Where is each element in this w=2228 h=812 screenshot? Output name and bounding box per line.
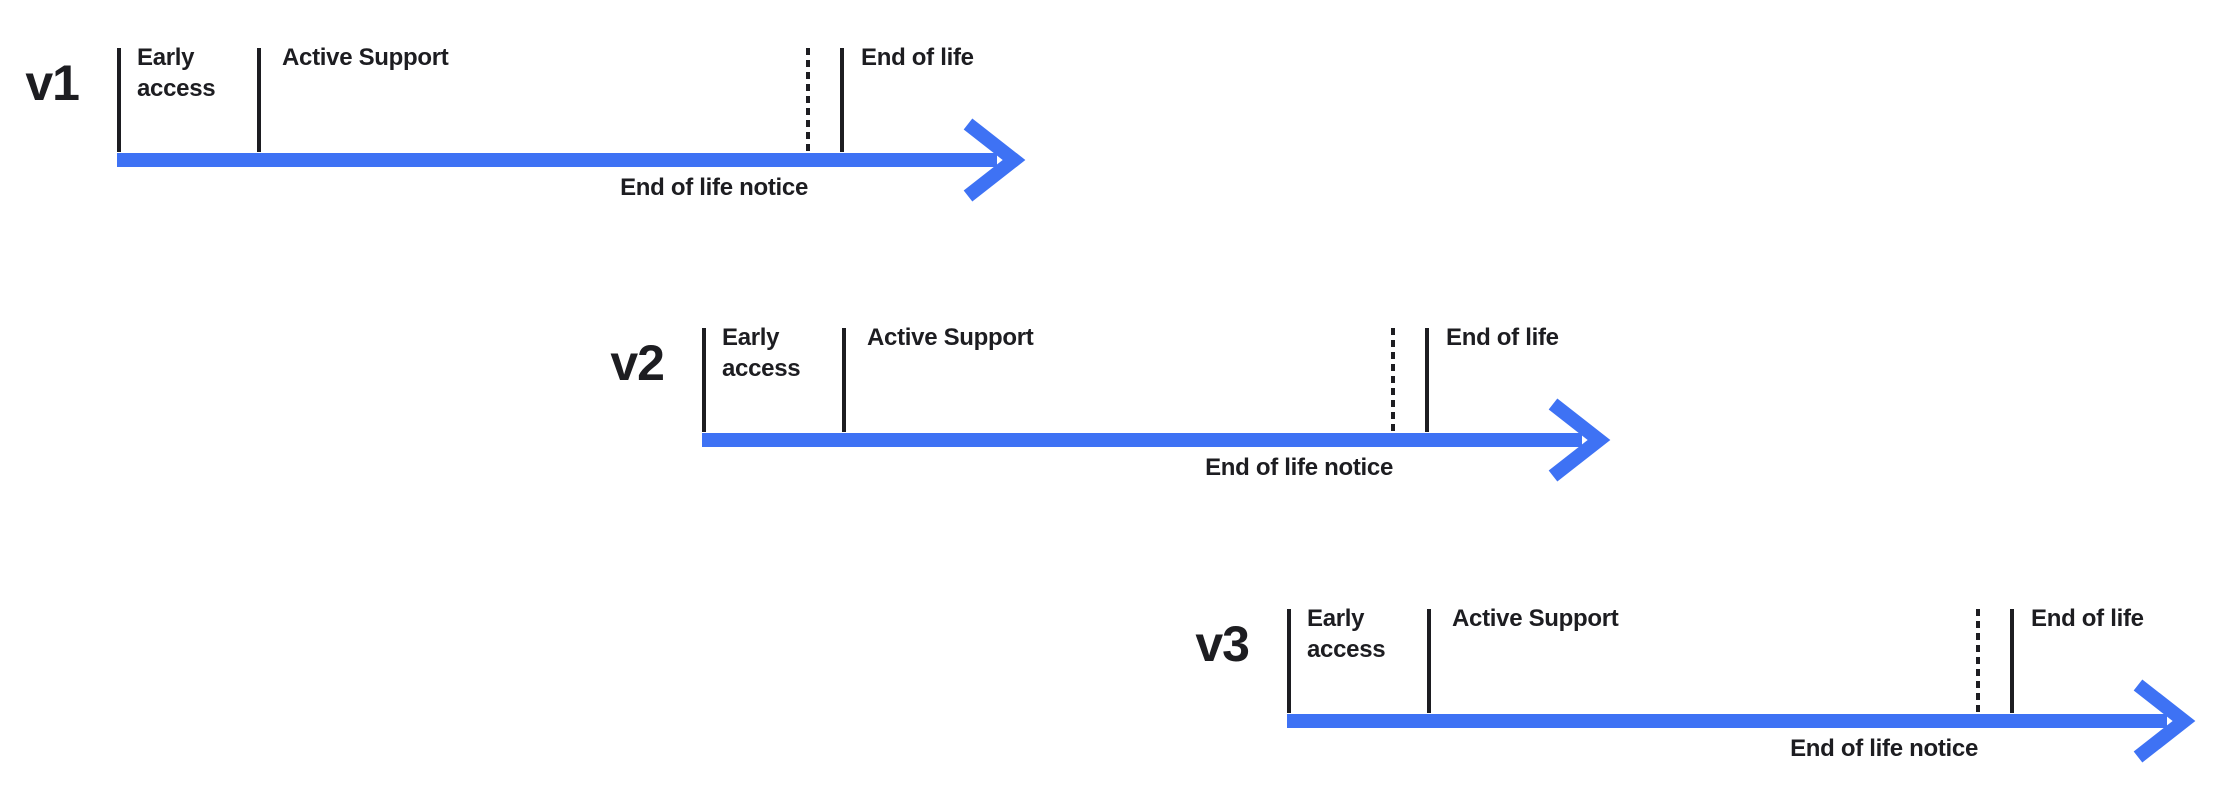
early-access-label: Early access — [137, 44, 216, 102]
timeline-arrow — [702, 398, 1611, 482]
early-access-end-tick — [257, 48, 261, 152]
arrow-shaft — [702, 433, 1582, 447]
timeline-row-v3: v3 Early access Active Support End of li… — [1195, 605, 2207, 784]
active-support-label: Active Support — [1452, 605, 1619, 632]
version-label: v1 — [25, 55, 80, 111]
end-of-life-notice-label: End of life notice — [620, 174, 808, 201]
early-access-label: Early access — [1307, 605, 1386, 663]
timeline-row-v1: v1 Early access Active Support End of li… — [25, 44, 1037, 223]
release-start-tick — [117, 48, 121, 152]
arrow-head-icon — [2133, 679, 2196, 763]
active-support-label: Active Support — [867, 324, 1034, 351]
end-of-life-tick — [1425, 328, 1429, 432]
early-access-end-tick — [1427, 609, 1431, 713]
early-access-end-tick — [842, 328, 846, 432]
arrow-shaft — [1287, 714, 2167, 728]
end-of-life-tick — [2010, 609, 2014, 713]
end-of-life-label: End of life — [861, 44, 974, 71]
release-start-tick — [1287, 609, 1291, 713]
timeline-arrow — [117, 118, 1026, 202]
timeline-arrow — [1287, 679, 2196, 763]
version-label: v3 — [1195, 616, 1250, 672]
release-start-tick — [702, 328, 706, 432]
end-of-life-tick — [840, 48, 844, 152]
timeline-row-v2: v2 Early access Active Support End of li… — [610, 324, 1622, 503]
eol-notice-dashed-line — [806, 48, 810, 152]
version-label: v2 — [610, 335, 665, 391]
arrow-shaft — [117, 153, 997, 167]
end-of-life-notice-label: End of life notice — [1205, 454, 1393, 481]
arrow-head-icon — [1548, 398, 1611, 482]
arrow-head-icon — [963, 118, 1026, 202]
eol-notice-dashed-line — [1976, 609, 1980, 713]
end-of-life-label: End of life — [1446, 324, 1559, 351]
eol-notice-dashed-line — [1391, 328, 1395, 432]
end-of-life-label: End of life — [2031, 605, 2144, 632]
end-of-life-notice-label: End of life notice — [1790, 735, 1978, 762]
early-access-label: Early access — [722, 324, 801, 382]
active-support-label: Active Support — [282, 44, 449, 71]
